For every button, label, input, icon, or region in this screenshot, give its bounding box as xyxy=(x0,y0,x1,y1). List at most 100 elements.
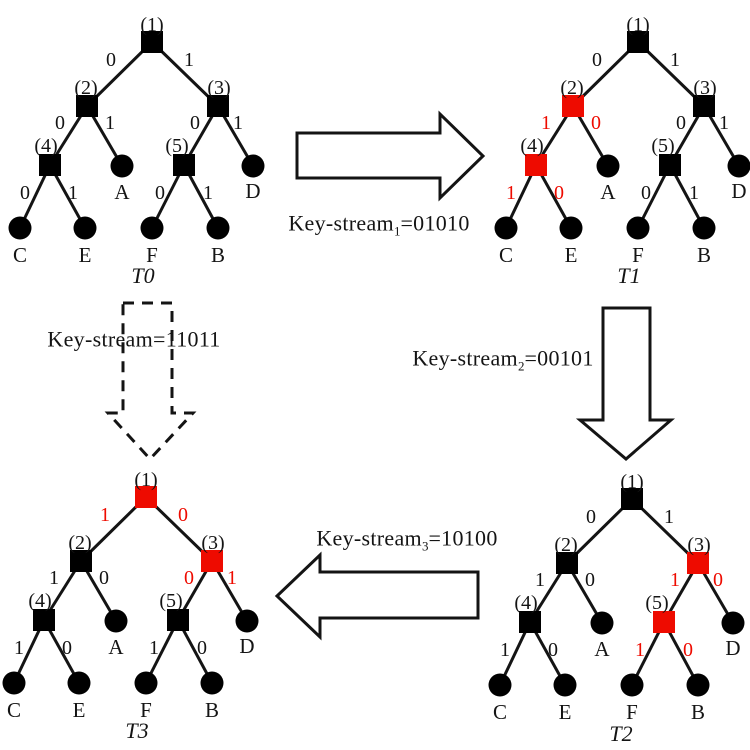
T1-edge-bit-n3-right: 1 xyxy=(719,112,729,134)
T3-leaf-label-A: A xyxy=(108,635,124,659)
T1-leaf-D xyxy=(727,154,750,178)
T2-node-label-n3: (3) xyxy=(687,534,710,556)
T2-leaf-D xyxy=(721,611,745,635)
T2-edge-bit-n2-right: 0 xyxy=(585,569,595,591)
T2-leaf-label-E: E xyxy=(559,700,572,724)
tree-caption-T1: T1 xyxy=(617,263,641,288)
tree-caption-T3: T3 xyxy=(125,718,149,743)
T0-edge-bit-n5-right: 1 xyxy=(203,182,213,204)
T1-leaf-label-F: F xyxy=(632,243,644,267)
T3-node-label-n5: (5) xyxy=(159,590,182,612)
T1-leaf-C xyxy=(494,216,518,240)
T0-leaf-B xyxy=(206,216,230,240)
T3-leaf-label-F: F xyxy=(140,698,152,722)
T3-node-label-n1: (1) xyxy=(134,469,157,491)
T0-leaf-label-B: B xyxy=(211,243,225,267)
T2-node-label-n2: (2) xyxy=(554,534,577,556)
T0-edge-bit-n3-left: 0 xyxy=(190,112,200,134)
T0-leaf-label-F: F xyxy=(146,243,158,267)
T0-node-n4 xyxy=(39,154,61,176)
T0-leaf-A xyxy=(110,154,134,178)
T2-edge-bit-n1-right: 1 xyxy=(664,506,674,528)
T0-edge-bit-n2-right: 1 xyxy=(105,112,115,134)
T1-edge-bit-n2-right: 0 xyxy=(591,112,601,134)
T0-leaf-label-C: C xyxy=(13,243,27,267)
T3-edge-bit-n3-left: 0 xyxy=(184,567,194,589)
T0-node-label-n4: (4) xyxy=(34,135,57,157)
T0-leaf-D xyxy=(241,154,265,178)
T0-leaf-label-E: E xyxy=(79,243,92,267)
T3-leaf-label-C: C xyxy=(7,698,21,722)
T1-leaf-label-B: B xyxy=(697,243,711,267)
T0-node-label-n3: (3) xyxy=(207,77,230,99)
T0-edge-bit-n2-left: 0 xyxy=(55,112,65,134)
T2-leaf-label-F: F xyxy=(626,700,638,724)
T3-node-label-n2: (2) xyxy=(68,532,91,554)
T2-edge-bit-n3-right: 0 xyxy=(713,569,723,591)
keystream-2-name: Key-stream xyxy=(412,345,518,371)
T1-node-n4-highlighted xyxy=(525,154,547,176)
T1-leaf-B xyxy=(692,216,716,240)
T1-node-n3 xyxy=(693,95,715,117)
keystream-2-subscript: 2 xyxy=(517,358,525,374)
T1-edge-bit-n5-left: 0 xyxy=(641,182,651,204)
T3-edge-bit-n1-right: 0 xyxy=(178,504,188,526)
T3-leaf-F xyxy=(134,671,158,695)
T3-node-n1-highlighted xyxy=(135,486,157,508)
T3-edge-bit-n5-left: 1 xyxy=(149,637,159,659)
T3-node-n4 xyxy=(33,609,55,631)
T2-node-n1 xyxy=(621,488,643,510)
T1-leaf-label-E: E xyxy=(565,243,578,267)
T0-edge-bit-n1-left: 0 xyxy=(106,49,116,71)
T2-node-n4 xyxy=(519,611,541,633)
T3-edge-bit-n5-right: 0 xyxy=(197,637,207,659)
T2-edge-bit-n5-right: 0 xyxy=(683,639,693,661)
T3-edge-bit-n4-left: 1 xyxy=(14,637,24,659)
arrow-t2-to-t3 xyxy=(274,551,480,641)
T2-leaf-B xyxy=(686,673,710,697)
T2-leaf-label-D: D xyxy=(725,636,740,660)
T0-edge-bit-n4-left: 0 xyxy=(20,182,30,204)
T3-edge-bit-n1-left: 1 xyxy=(100,504,110,526)
T2-edge-bit-n2-left: 1 xyxy=(535,569,545,591)
T3-node-label-n4: (4) xyxy=(28,590,51,612)
T2-node-label-n5: (5) xyxy=(645,592,668,614)
T3-node-n2 xyxy=(70,550,92,572)
keystream-label-dashed: Key-stream=11011 xyxy=(47,326,220,355)
T2-node-n5-highlighted xyxy=(653,611,675,633)
T2-leaf-F xyxy=(620,673,644,697)
arrow-t0-to-t1 xyxy=(295,110,486,202)
keystream-3-name: Key-stream xyxy=(316,525,422,551)
T3-leaf-label-D: D xyxy=(239,634,254,658)
T1-leaf-label-A: A xyxy=(600,180,616,204)
T2-node-n2 xyxy=(556,552,578,574)
T2-node-n3-highlighted xyxy=(687,552,709,574)
T2-edge-bit-n4-left: 1 xyxy=(500,639,510,661)
T2-leaf-label-B: B xyxy=(691,700,705,724)
T0-node-label-n2: (2) xyxy=(74,77,97,99)
keystream-label-3: Key-stream3=10100 xyxy=(316,525,497,554)
keystream-dashed-value: =11011 xyxy=(153,326,221,352)
T0-edge-bit-n5-left: 0 xyxy=(155,182,165,204)
T1-leaf-E xyxy=(559,216,583,240)
T1-leaf-label-D: D xyxy=(731,179,746,203)
T1-node-label-n2: (2) xyxy=(560,77,583,99)
T1-node-label-n5: (5) xyxy=(651,135,674,157)
T1-edge-bit-n1-right: 1 xyxy=(670,49,680,71)
T2-edge-bit-n1-left: 0 xyxy=(586,506,596,528)
T1-node-n1 xyxy=(627,31,649,53)
T1-node-n5 xyxy=(659,154,681,176)
T3-leaf-label-B: B xyxy=(205,698,219,722)
T2-node-label-n4: (4) xyxy=(514,592,537,614)
T1-edge-bit-n5-right: 1 xyxy=(689,182,699,204)
T3-node-n5 xyxy=(167,609,189,631)
T3-leaf-E xyxy=(67,671,91,695)
T0-edge-bit-n4-right: 1 xyxy=(68,182,78,204)
T1-node-label-n1: (1) xyxy=(626,14,649,36)
T1-leaf-label-C: C xyxy=(499,243,513,267)
